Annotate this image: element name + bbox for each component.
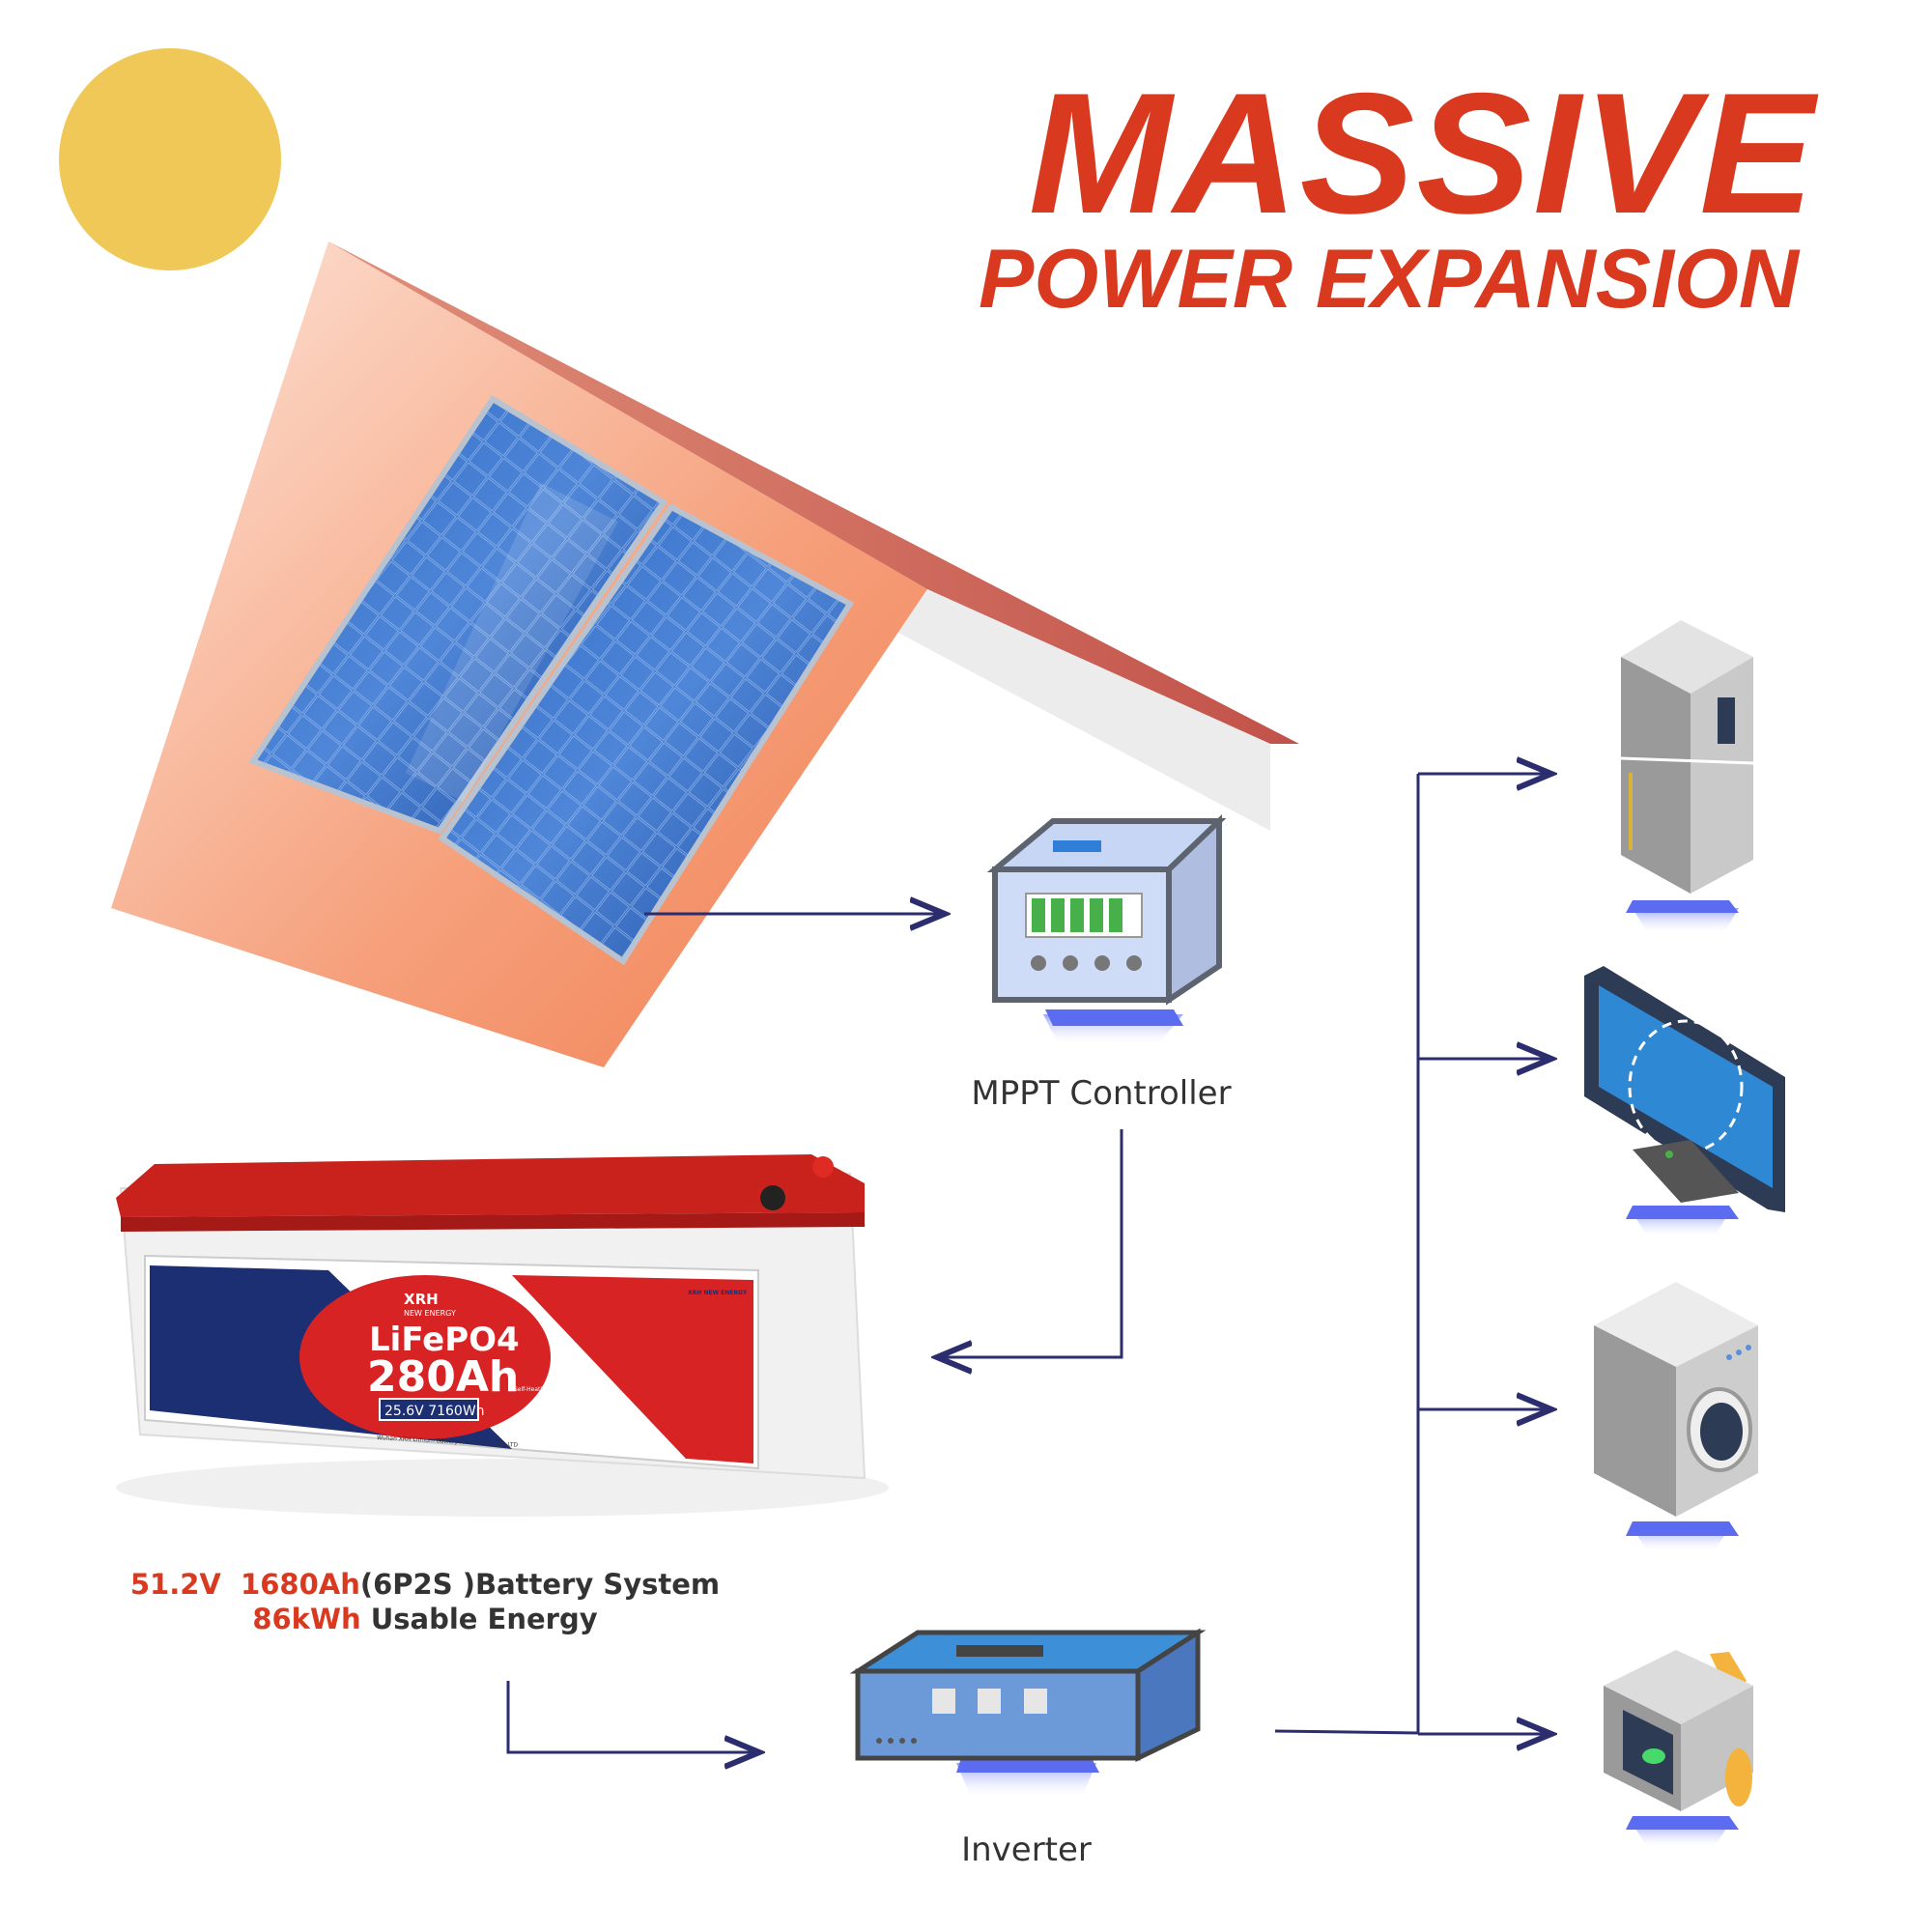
spec-energy-label: Usable Energy: [370, 1603, 598, 1635]
refrigerator-icon: [1620, 620, 1754, 932]
mppt-controller-label: MPPT Controller: [971, 1074, 1232, 1113]
battery-brand: XRH: [404, 1291, 439, 1308]
inverter-label: Inverter: [961, 1831, 1092, 1869]
toaster-icon: [1604, 1650, 1753, 1847]
spec-capacity: 1680Ah: [241, 1568, 360, 1601]
battery-rating: 25.6V 7160Wh: [384, 1404, 485, 1419]
battery-feature: Self-Heating: [514, 1386, 550, 1393]
mppt-controller-icon: [986, 813, 1227, 1043]
spec-voltage: 51.2V: [129, 1568, 221, 1601]
battery-chemistry: LiFePO4: [369, 1321, 520, 1359]
spec-config: (6P2S )Battery System: [359, 1568, 721, 1601]
inverter-icon: [849, 1628, 1207, 1797]
battery-system-spec: 51.2V 1680Ah(6P2S )Battery System 86kWh …: [97, 1567, 753, 1636]
page-title: MASSIVE: [1028, 57, 1816, 249]
connection-lines: [506, 774, 1551, 1752]
arrow-mppt-to-battery: [937, 1129, 1123, 1357]
line-inverter-to-bus: [1274, 1729, 1419, 1735]
sun-icon: [59, 48, 281, 270]
spec-energy: 86kWh: [252, 1603, 361, 1635]
page-subtitle: POWER EXPANSION: [979, 233, 1799, 326]
monitor-icon: [1584, 966, 1785, 1236]
battery-capacity: 280Ah: [367, 1352, 519, 1402]
battery-product-image: [116, 1154, 889, 1517]
battery-brand-sub: NEW ENERGY: [404, 1309, 456, 1318]
solar-panel-icon: [248, 394, 855, 966]
battery-side-brand: XRH NEW ENERGY: [688, 1290, 748, 1296]
washing-machine-icon: [1594, 1282, 1758, 1550]
arrow-battery-to-inverter: [506, 1681, 759, 1752]
